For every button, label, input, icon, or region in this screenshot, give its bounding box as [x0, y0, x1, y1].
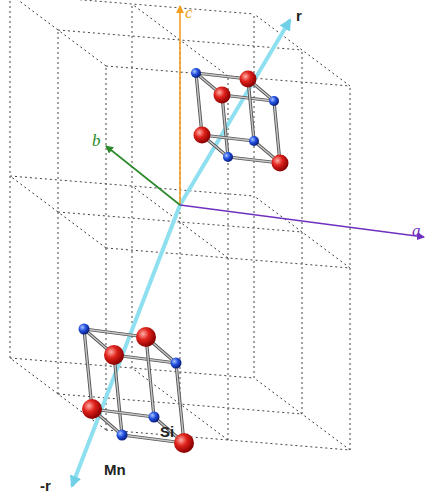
grid-line [10, 0, 106, 66]
bond-highlight [222, 95, 228, 157]
bond [114, 355, 122, 435]
bond [248, 79, 254, 141]
si-atom [223, 152, 233, 162]
si-atom [269, 96, 279, 106]
vector-label: r [296, 8, 302, 23]
grid-line [302, 50, 303, 414]
mn-atom [104, 345, 124, 365]
si-atom [117, 430, 128, 441]
mn-atom [240, 71, 257, 88]
a-axis [180, 205, 424, 237]
grid-line [10, 358, 254, 378]
grid-line [254, 14, 350, 86]
bond-highlight [114, 355, 122, 435]
bond [196, 73, 202, 135]
grid-line [10, 176, 254, 196]
bond-highlight [196, 73, 202, 135]
bond-highlight [146, 337, 154, 417]
mn-atom [194, 127, 211, 144]
atom-label: Mn [104, 462, 126, 477]
bond-highlight [84, 329, 92, 409]
atom-label: Si [160, 424, 174, 439]
si-atom [191, 68, 201, 78]
bond-highlight [248, 79, 254, 141]
si-atom [249, 136, 259, 146]
axis-label: b [92, 132, 101, 149]
dotted-grid [10, 0, 350, 450]
grid-line [254, 14, 255, 378]
bond-highlight [176, 363, 184, 443]
bond [84, 329, 92, 409]
bond-highlight [274, 101, 280, 163]
bond [176, 363, 184, 443]
si-atom [149, 412, 160, 423]
mn-atom [174, 433, 194, 453]
c-axis [179, 6, 181, 205]
axis-label: c [185, 4, 193, 21]
bond [274, 101, 280, 163]
bond [222, 95, 228, 157]
r-vector [180, 20, 290, 205]
si-atom [171, 358, 182, 369]
grid-line [10, 0, 254, 14]
mn-atom [272, 155, 289, 172]
grid-line [10, 0, 11, 358]
mn-atom [136, 327, 156, 347]
mnsi-cells [79, 68, 289, 453]
b-axis [106, 146, 180, 205]
mn-atom [82, 399, 102, 419]
vector-label: -r [40, 478, 51, 493]
axis-label: a [412, 222, 421, 239]
si-atom [79, 324, 90, 335]
minus-r-vector [72, 205, 180, 486]
grid-line [132, 4, 133, 368]
bond [146, 337, 154, 417]
mn-atom [214, 87, 231, 104]
